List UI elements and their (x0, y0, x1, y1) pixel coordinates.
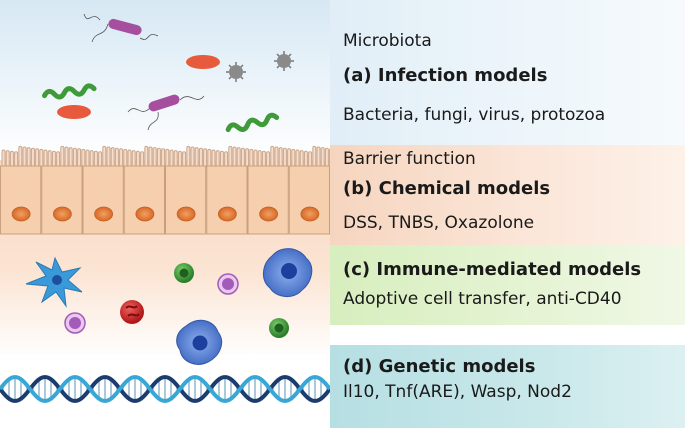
microbiota-panel: Microbiota (a) Infection models Bacteria… (330, 0, 685, 145)
virus-icon (274, 51, 294, 71)
microbiota-zone (0, 0, 330, 160)
lymphocyte-icon (217, 273, 239, 295)
virus-icon (226, 62, 246, 82)
spiral-bacterium-icon (225, 112, 280, 133)
dendritic-cell-icon (25, 256, 83, 308)
macrophage-icon (176, 319, 223, 365)
microvilli (1, 145, 334, 169)
rod-bacterium-icon (127, 94, 205, 131)
barrier-function-label: Barrier function (343, 149, 476, 169)
lymphocyte-icon (269, 318, 289, 338)
fungus-icon (57, 105, 91, 119)
lymphocyte-icon (174, 263, 194, 283)
neutrophil-icon (120, 300, 144, 324)
epithelial-cells (0, 165, 330, 235)
lymphocyte-icon (64, 312, 86, 334)
chemical-models-heading: (b) Chemical models (343, 178, 551, 199)
spiral-bacterium-icon (42, 83, 97, 100)
genetic-models-heading: (d) Genetic models (343, 356, 536, 377)
genetic-models-examples: Il10, Tnf(ARE), Wasp, Nod2 (343, 382, 572, 402)
rod-bacterium-icon (83, 13, 159, 43)
microbes (42, 13, 294, 133)
fungus-icon (186, 55, 220, 69)
immune-models-examples: Adoptive cell transfer, anti-CD40 (343, 289, 622, 309)
infection-models-examples: Bacteria, fungi, virus, protozoa (343, 105, 606, 125)
infection-models-heading: (a) Infection models (343, 65, 548, 86)
immune-models-heading: (c) Immune-mediated models (343, 259, 642, 280)
genetic-panel: (d) Genetic models Il10, Tnf(ARE), Wasp,… (330, 345, 685, 428)
immune-panel: (c) Immune-mediated models Adoptive cell… (330, 245, 685, 325)
macrophage-icon (263, 248, 313, 297)
chemical-models-examples: DSS, TNBS, Oxazolone (343, 213, 535, 233)
microbiota-label: Microbiota (343, 31, 432, 51)
chemical-panel: Barrier function (b) Chemical models DSS… (330, 145, 685, 245)
epithelial-barrier (0, 145, 334, 235)
dna-helix-icon (0, 375, 332, 403)
immune-cells (25, 248, 313, 365)
